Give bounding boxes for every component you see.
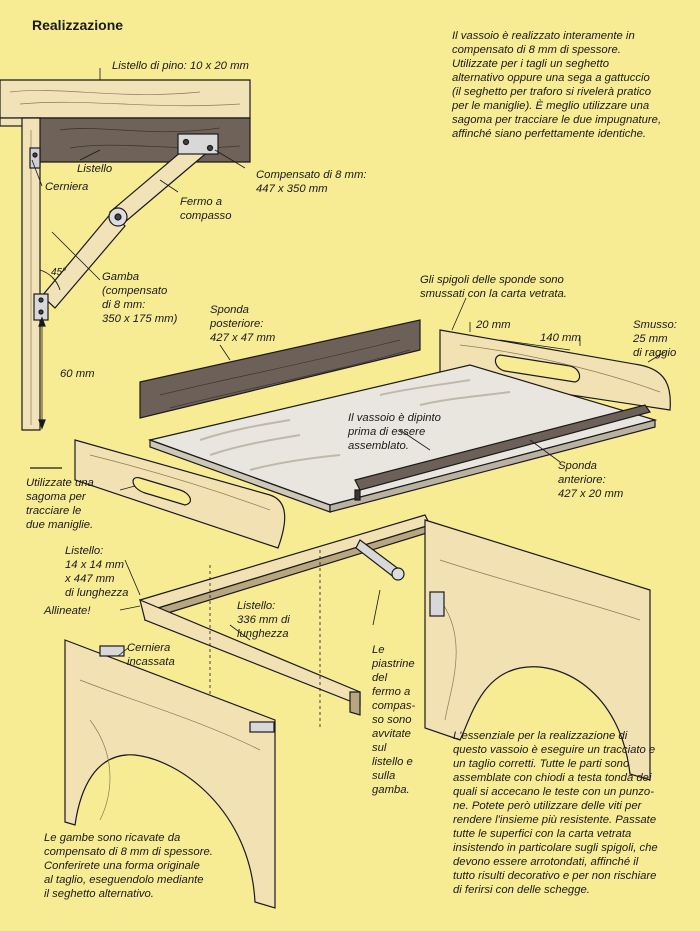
essential-paragraph: L'essenziale per la realizzazione di que… [453,730,658,896]
label-dim-20: 20 mm [476,319,511,331]
label-listello-14: Listello: 14 x 14 mm x 447 mm di lunghez… [65,545,129,599]
left-handle-side [30,439,286,549]
label-spigoli: Gli spigoli delle sponde sono smussati c… [420,274,567,300]
label-sponda-anteriore: Sponda anteriore: 427 x 20 mm [558,460,624,500]
label-dim-140: 140 mm [540,332,581,344]
label-listello: Listello [77,163,113,175]
label-gamba: Gamba (compensato di 8 mm: 350 x 175 mm) [102,271,178,325]
right-leg [355,519,651,781]
label-compensato: Compensato di 8 mm: 447 x 350 mm [256,169,367,195]
left-leg [64,639,276,909]
label-listello-pino: Listello di pino: 10 x 20 mm [112,60,249,72]
right-handle-side [439,297,671,411]
label-angle: 45° [51,267,67,278]
label-listello-336: Listello: 336 mm di lunghezza [237,600,290,640]
label-smusso: Smusso: 25 mm di raggio [633,319,677,359]
section-title: Realizzazione [32,17,124,33]
label-cerniera-incassata: Cerniera incassata [127,642,175,668]
back-side-panel [139,319,421,419]
label-piastrine: Le piastrine del fermo a compas- so sono… [372,644,416,796]
label-allineate: Allineate! [44,605,91,617]
cross-section-detail [0,68,251,431]
intro-paragraph: Il vassoio è realizzato interamente in c… [452,30,662,140]
plywood-board [0,79,251,119]
label-sagoma: Utilizzate una sagoma per tracciare le d… [26,477,94,531]
front-rail [354,404,651,501]
legs-paragraph: Le gambe sono ricavate da compensato di … [44,832,213,900]
tray-base [147,364,658,513]
label-60mm: 60 mm [60,368,95,380]
label-dipinto: Il vassoio è dipinto prima di essere ass… [348,412,441,452]
label-cerniera: Cerniera [45,181,89,193]
label-fermo-compasso: Fermo a compasso [180,196,232,222]
label-sponda-posteriore: Sponda posteriore: 427 x 47 mm [210,304,276,344]
